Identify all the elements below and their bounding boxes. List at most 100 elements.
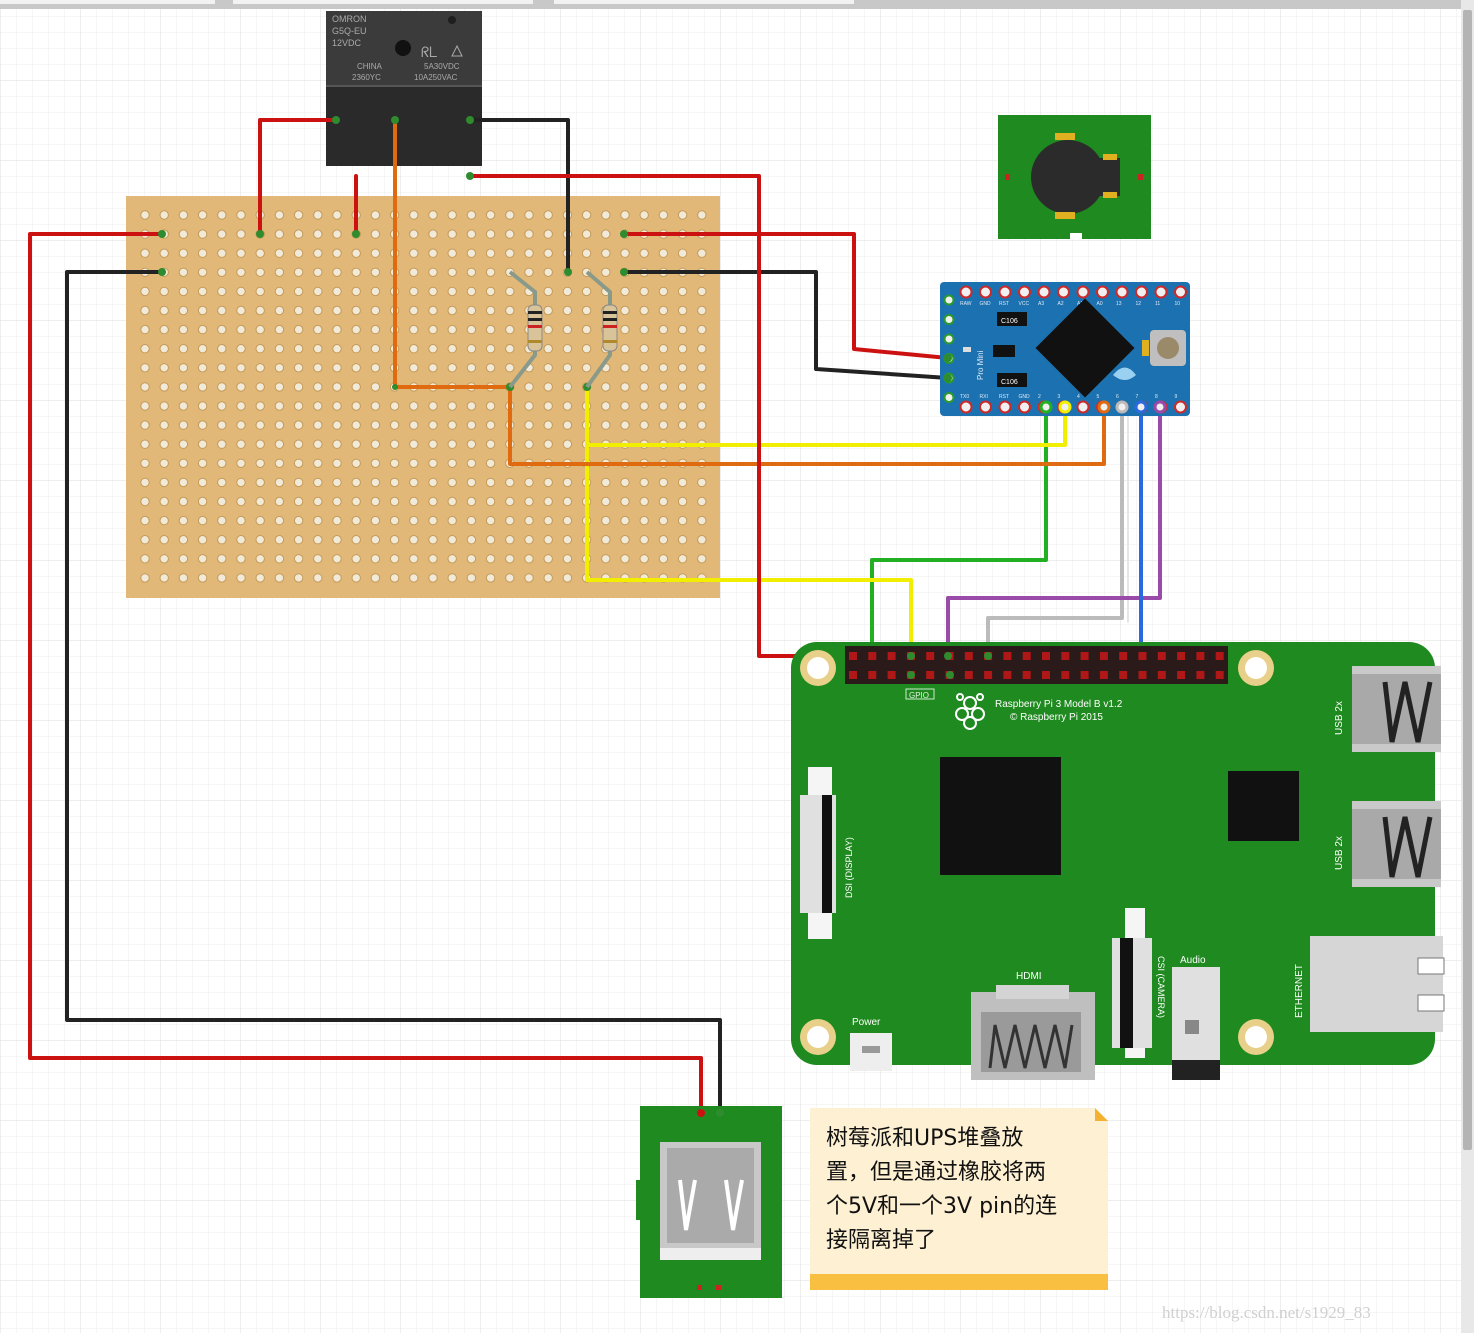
board-hole — [255, 496, 265, 507]
board-hole — [313, 382, 323, 392]
board-hole — [697, 554, 707, 564]
board-hole — [428, 554, 438, 564]
gpio-pin — [1061, 652, 1070, 660]
board-hole — [389, 439, 400, 449]
resistor-1[interactable] — [508, 270, 543, 389]
board-hole — [677, 286, 688, 297]
board-hole — [639, 477, 649, 488]
usb-port-2: USB 2x — [1334, 801, 1441, 887]
hdmi-port: HDMI — [971, 971, 1095, 1080]
board-hole — [447, 324, 457, 335]
board-hole — [543, 305, 553, 316]
board-hole — [332, 573, 342, 583]
board-hole — [428, 305, 438, 316]
board-hole — [313, 477, 323, 488]
hdmi-label: HDMI — [1016, 971, 1042, 982]
board-hole — [274, 439, 285, 449]
board-hole — [140, 401, 150, 411]
board-hole — [485, 439, 496, 449]
board-hole — [332, 382, 342, 392]
board-hole — [351, 344, 361, 354]
relay-origin: CHINA — [357, 62, 383, 71]
arduino-pin-label: 12 — [1136, 301, 1142, 307]
board-hole — [543, 439, 553, 449]
board-hole — [332, 305, 342, 316]
board-hole — [524, 267, 534, 277]
board-hole — [466, 363, 477, 373]
raspberry-pi-3[interactable]: GPIO Raspberry Pi 3 Model B v1.2 © Raspb… — [791, 642, 1445, 1080]
board-hole — [409, 286, 419, 297]
board-hole — [639, 401, 649, 411]
board-hole — [562, 535, 573, 545]
right-scrollbar[interactable] — [1461, 0, 1474, 1333]
arduino-pro-mini[interactable]: RAWTX0GNDRXIRSTRSTVCCGNDA32A23A14A051361… — [940, 282, 1190, 416]
board-hole — [351, 420, 361, 430]
board-hole — [313, 286, 323, 297]
board-hole — [236, 248, 246, 258]
board-hole — [447, 458, 457, 468]
board-hole — [313, 458, 323, 468]
board-hole — [217, 229, 227, 239]
sticky-note[interactable]: 树莓派和UPS堆叠放 置，但是通过橡胶将两 个5V和一个3V pin的连 接隔离… — [810, 1108, 1108, 1290]
mount-holes — [800, 650, 1274, 1055]
top-scrollbar[interactable] — [0, 0, 1474, 9]
relay[interactable]: OMRON G5Q-EU 12VDC CHINA 2360YC 5A30VDC … — [326, 11, 482, 166]
board-hole — [313, 554, 323, 564]
board-hole — [409, 267, 419, 277]
board-hole — [428, 439, 438, 449]
board-hole — [370, 535, 381, 545]
board-hole — [562, 401, 573, 411]
dsi-connector: DSI (DISPLAY) — [800, 767, 854, 939]
gpio-pin — [1003, 671, 1012, 679]
board-hole — [140, 496, 150, 507]
board-hole — [159, 248, 169, 258]
board-hole — [178, 210, 189, 220]
board-hole — [409, 554, 419, 564]
board-hole — [601, 248, 611, 258]
usb-power-module[interactable] — [636, 1106, 782, 1298]
board-hole — [293, 477, 304, 488]
arduino-pin-label: 11 — [1155, 301, 1160, 307]
arduino-wired-pin — [1153, 400, 1167, 414]
board-hole — [178, 496, 189, 507]
board-hole — [505, 286, 515, 297]
arduino-side-label: Pro Mini — [976, 350, 985, 380]
board-hole — [236, 573, 246, 583]
board-hole — [274, 420, 285, 430]
board-hole — [466, 324, 477, 335]
buzzer-module[interactable] — [998, 115, 1151, 239]
board-hole — [178, 363, 189, 373]
gpio-pin — [1177, 652, 1186, 660]
board-hole — [351, 515, 361, 526]
resistor-2[interactable] — [585, 270, 618, 389]
arduino-wired-pin — [1115, 400, 1129, 414]
board-hole — [543, 535, 553, 545]
board-hole — [485, 363, 496, 373]
audio-jack: Audio — [1172, 955, 1220, 1080]
arduino-pin-label: RAW — [960, 301, 972, 307]
board-hole — [351, 458, 361, 468]
board-hole — [485, 420, 496, 430]
gpio-pin — [926, 671, 935, 679]
board-hole — [159, 344, 169, 354]
board-hole — [178, 439, 189, 449]
board-hole — [274, 229, 285, 239]
board-hole — [140, 305, 150, 316]
gpio-pin — [1138, 671, 1147, 679]
board-hole — [293, 535, 304, 545]
board-hole — [217, 477, 227, 488]
board-hole — [505, 344, 515, 354]
board-hole — [620, 324, 630, 335]
board-hole — [370, 573, 381, 583]
board-hole — [409, 515, 419, 526]
board-hole — [159, 573, 169, 583]
board-hole — [697, 210, 707, 220]
board-hole — [409, 210, 419, 220]
micro-usb-power: Power — [850, 1017, 892, 1071]
board-hole — [428, 535, 438, 545]
stripboard[interactable] — [126, 196, 720, 598]
csi-connector: CSI (CAMERA) — [1112, 908, 1166, 1058]
board-hole — [677, 305, 688, 316]
board-hole — [677, 515, 688, 526]
board-hole — [313, 363, 323, 373]
